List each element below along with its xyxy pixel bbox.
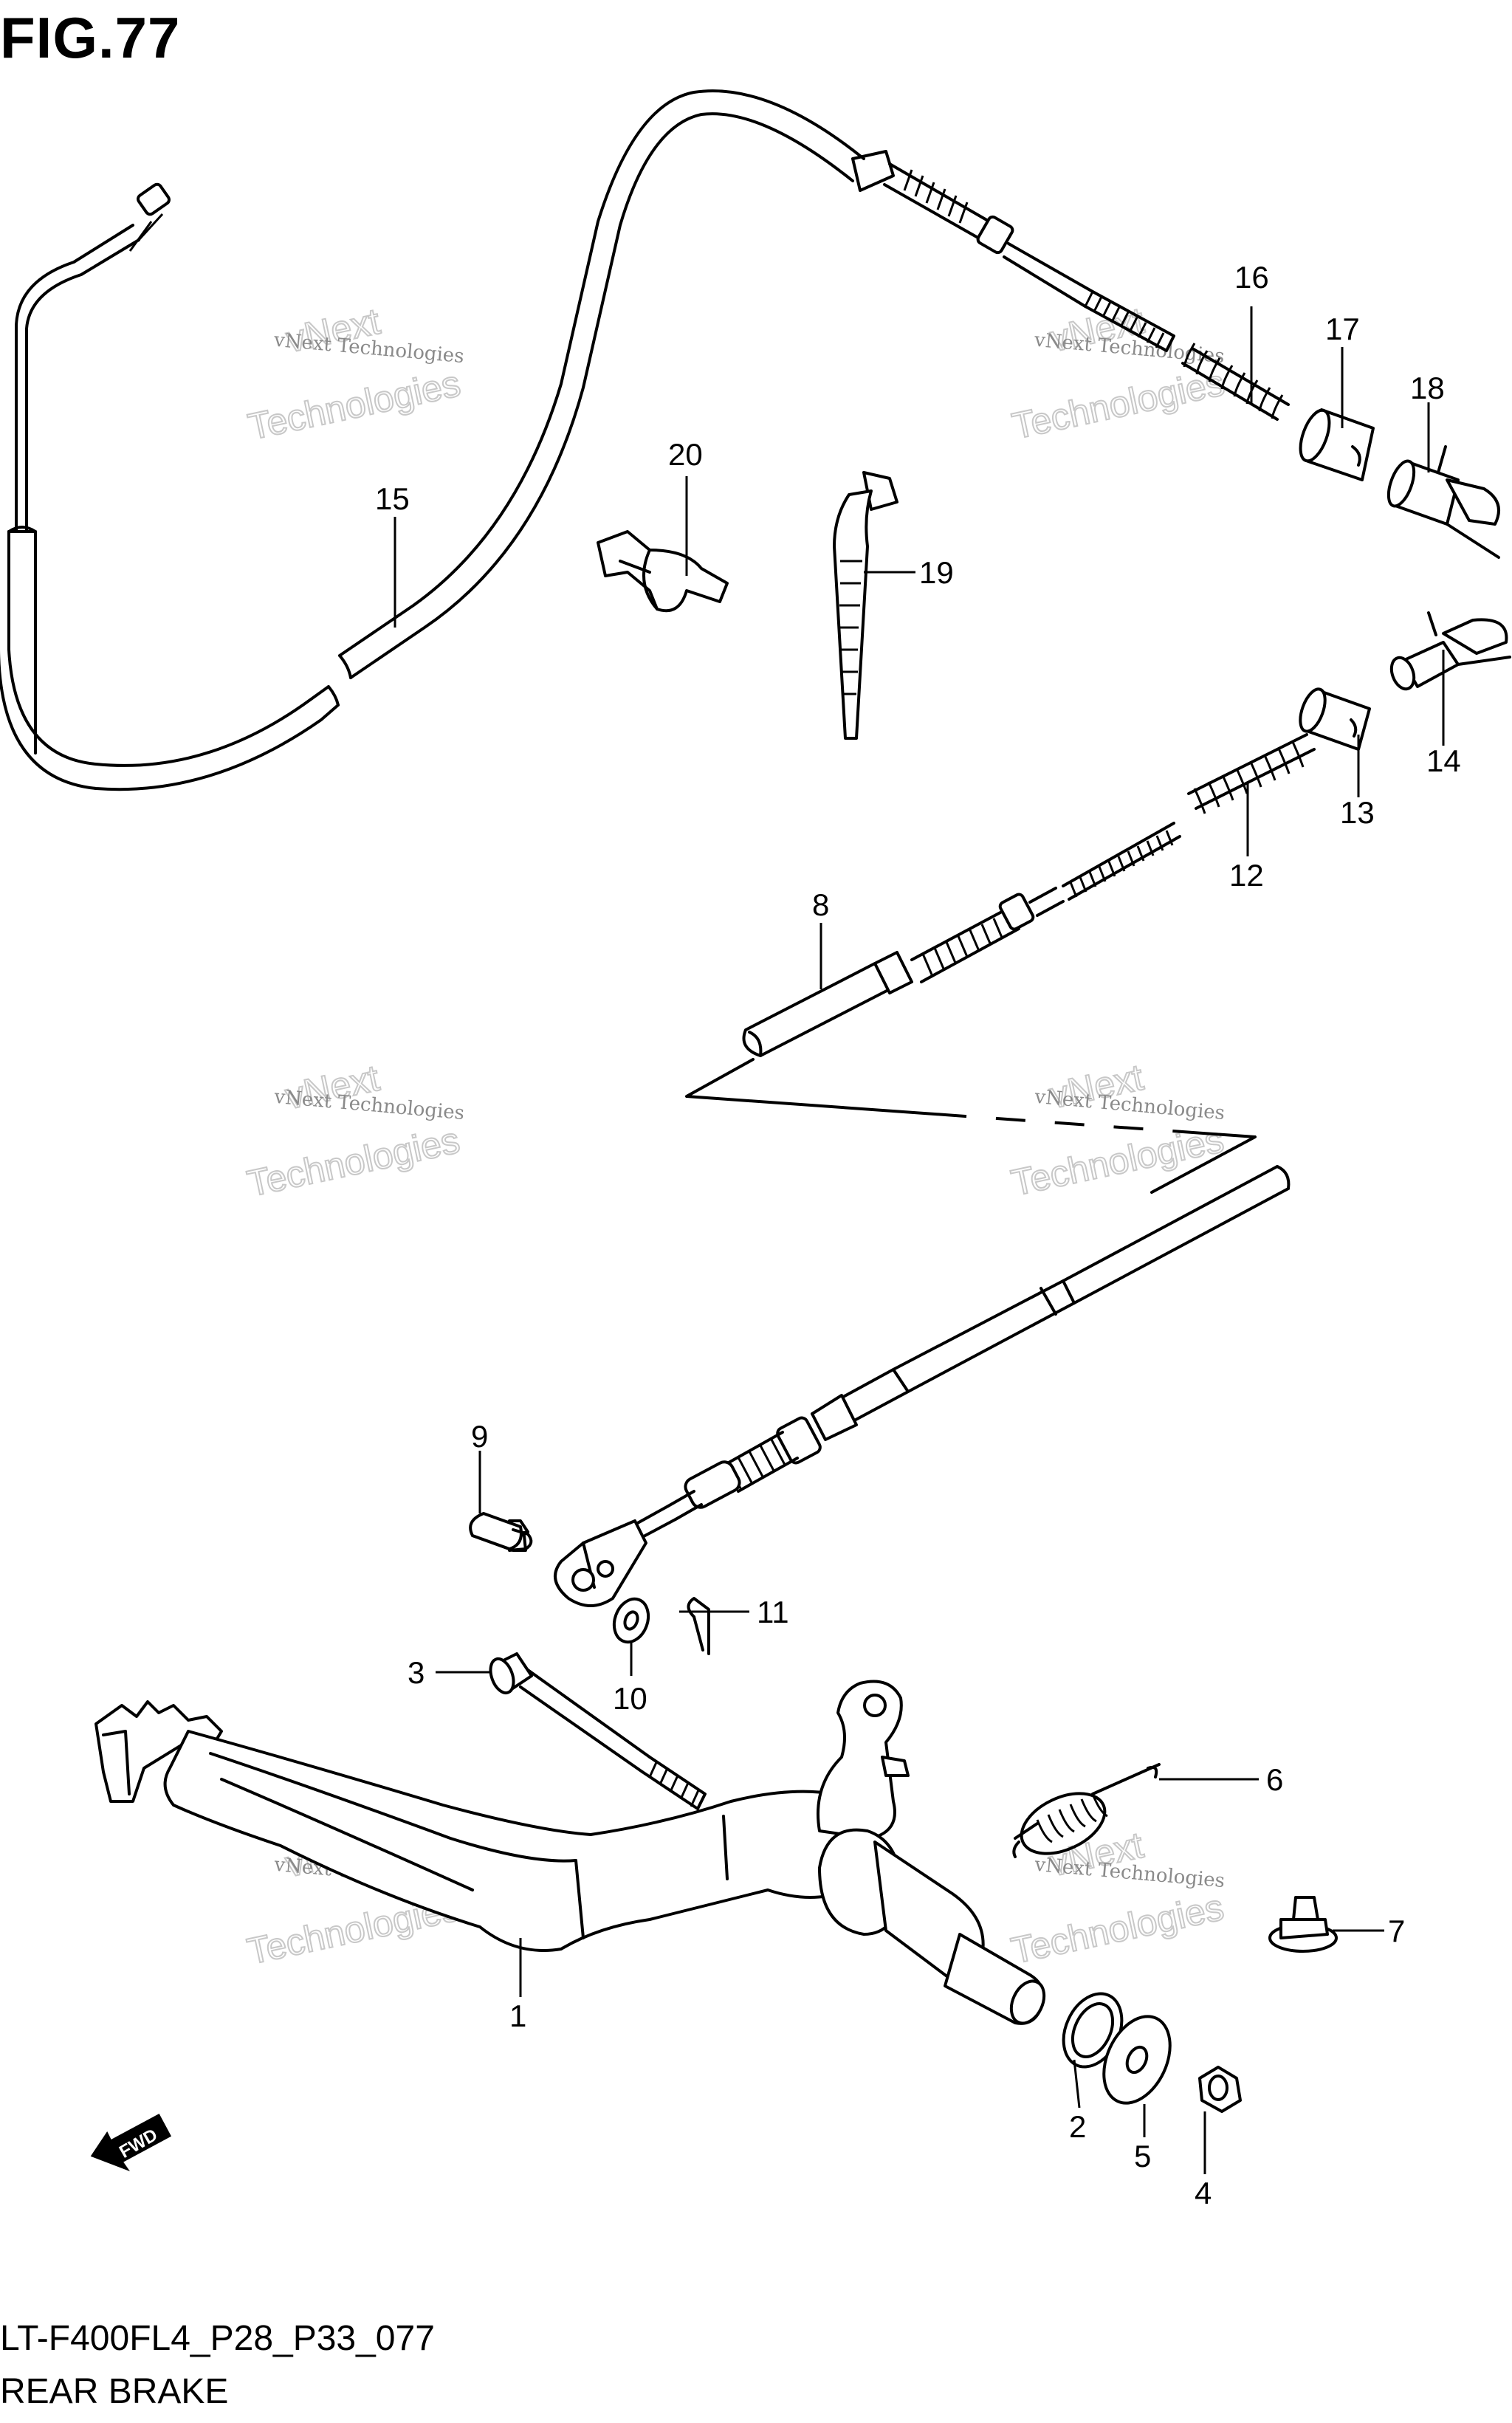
figure-name: REAR BRAKE	[0, 2372, 229, 2411]
part-19-cable-tie	[833, 471, 898, 740]
part-8-brake-cable	[742, 822, 1181, 1057]
figure-title: FIG.77	[0, 5, 181, 70]
part-15-threads	[903, 169, 969, 224]
part-11-cotter-pin	[687, 1597, 710, 1655]
part-15-brake-cable	[0, 89, 1175, 791]
part-10-washer	[612, 1597, 650, 1644]
svg-text:Technologies: Technologies	[1008, 1886, 1227, 1971]
callout-4: 4	[1195, 2176, 1212, 2210]
callout-1: 1	[509, 1998, 526, 2033]
part-4-nut	[1198, 2066, 1242, 2113]
part-3-bolt	[489, 1652, 707, 1810]
callout-6: 6	[1266, 1762, 1283, 1797]
part-1-brake-pedal	[94, 1680, 1046, 2025]
part-17-sleeve	[1299, 408, 1375, 481]
part-5-washer	[1102, 2015, 1172, 2105]
callout-7: 7	[1388, 1914, 1405, 1948]
callout-5: 5	[1134, 2139, 1151, 2173]
part-12-spring	[1187, 733, 1316, 814]
callout-11: 11	[757, 1595, 789, 1629]
cable-continuation-lines	[685, 1058, 1257, 1194]
callout-9: 9	[471, 1419, 488, 1454]
part-6-return-spring	[1012, 1763, 1161, 1858]
part-13-collar	[1299, 687, 1371, 751]
svg-text:Technologies: Technologies	[1008, 362, 1228, 447]
part-14-cable-joint	[1389, 611, 1511, 691]
part-9-clevis-pin	[469, 1512, 533, 1552]
callout-12: 12	[1229, 858, 1264, 893]
callout-17: 17	[1325, 312, 1360, 346]
callout-15: 15	[375, 481, 410, 516]
watermark-top-right: vNext Technologies vNext Technologies	[1008, 299, 1228, 448]
watermark-low-right: vNext Technologies vNext Technologies	[1007, 1824, 1228, 1973]
callout-20: 20	[668, 437, 703, 472]
callout-14: 14	[1426, 743, 1461, 778]
watermark-mid-right: vNext Technologies vNext Technologies	[1007, 1056, 1228, 1205]
callout-13: 13	[1340, 795, 1375, 830]
callout-10: 10	[613, 1681, 647, 1716]
part-16-spring	[1181, 343, 1290, 421]
callout-2: 2	[1069, 2109, 1086, 2144]
part-8-cable-lower	[554, 1165, 1291, 1607]
callout-18: 18	[1410, 371, 1445, 405]
svg-text:Technologies: Technologies	[244, 362, 464, 447]
callout-8: 8	[812, 887, 829, 922]
watermark-top-left: vNext Technologies vNext Technologies	[244, 300, 465, 449]
figure-code: LT-F400FL4_P28_P33_077	[0, 2319, 435, 2358]
watermark-mid-left: vNext Technologies vNext Technologies	[243, 1056, 465, 1206]
svg-text:Technologies: Technologies	[244, 1119, 463, 1204]
callout-16: 16	[1234, 260, 1269, 295]
part-7-flange-nut	[1268, 1896, 1338, 1953]
fwd-arrow-icon: FWD	[90, 2113, 172, 2172]
callout-19: 19	[919, 555, 954, 590]
part-20-cable-clamp	[597, 530, 729, 613]
callout-3: 3	[408, 1655, 425, 1690]
part-2-o-ring	[1062, 1992, 1124, 2069]
callout-numbers: 15 20 19 16 17 18 8 12 13 14 9 10 11 3 6…	[375, 260, 1461, 2210]
part-18-cable-joint	[1386, 445, 1500, 559]
leader-lines	[394, 306, 1445, 2174]
